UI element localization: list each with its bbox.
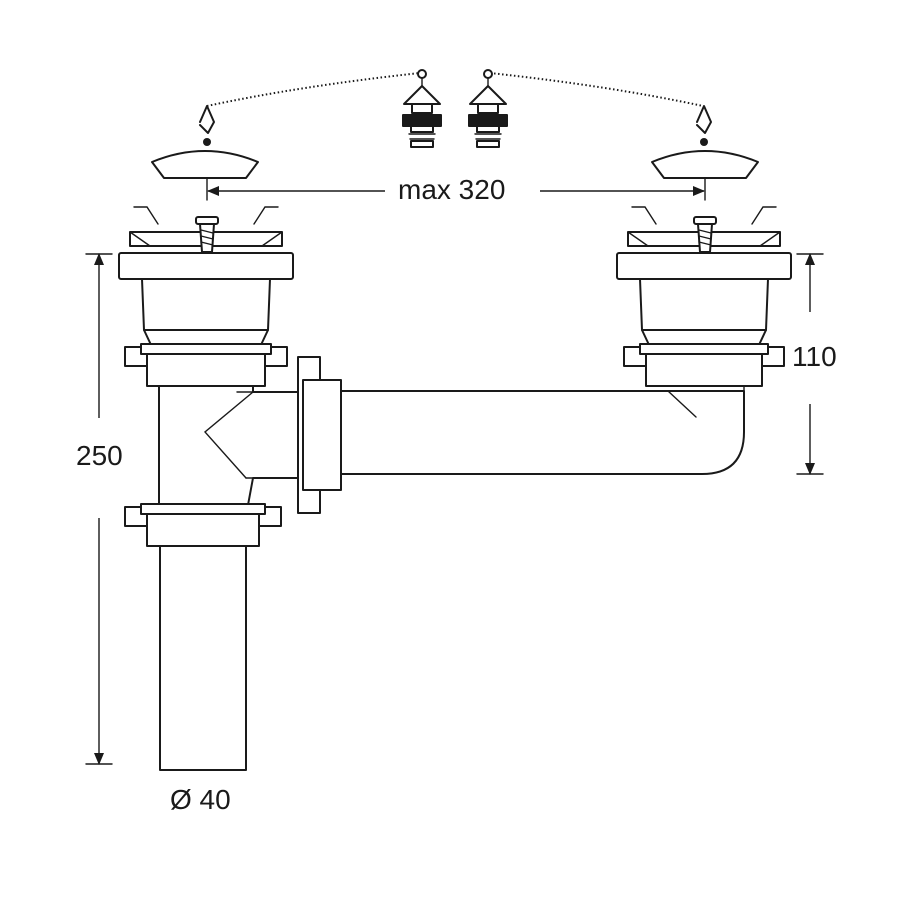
left-plug-chain xyxy=(206,72,421,107)
right-plug xyxy=(651,105,759,201)
right-waste-strainer xyxy=(616,206,792,387)
union-nut xyxy=(297,356,342,514)
offset-height-dimension xyxy=(796,253,824,475)
width-dimension-label: max 320 xyxy=(398,174,506,205)
tail-pipe xyxy=(124,503,282,771)
total-height-dimension xyxy=(85,253,113,765)
connecting-pipe xyxy=(339,385,745,475)
right-plug-chain xyxy=(489,72,704,107)
total-height-label: 250 xyxy=(76,440,123,471)
tee-piece xyxy=(158,385,301,506)
left-chain-hook xyxy=(402,69,442,148)
pipe-diameter-label: Ø 40 xyxy=(170,784,231,815)
offset-height-label: 110 xyxy=(792,341,837,372)
right-chain-hook xyxy=(468,69,508,148)
left-plug xyxy=(151,105,259,201)
left-waste-strainer xyxy=(118,206,294,387)
